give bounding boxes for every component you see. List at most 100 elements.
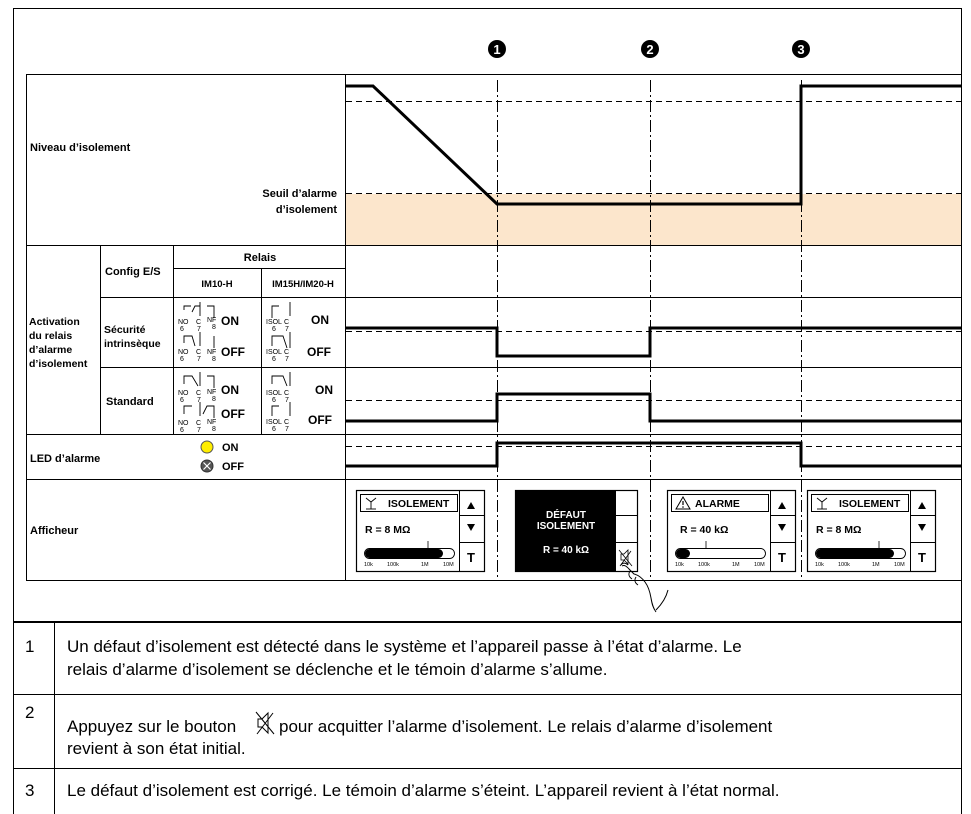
svg-text:7: 7 — [285, 356, 289, 363]
insulation-level-trace — [346, 84, 961, 206]
svg-text:10M: 10M — [754, 562, 765, 568]
led-on-label: ON — [222, 442, 239, 454]
svg-text:8: 8 — [212, 396, 216, 403]
svg-text:6: 6 — [272, 397, 276, 404]
label-threshold-2: d’isolement — [276, 204, 337, 216]
display-2-title-1: DÉFAUT — [546, 508, 586, 521]
svg-text:7: 7 — [285, 326, 289, 333]
im15h-std-off-label: OFF — [308, 413, 332, 427]
standard-relay-trace — [346, 392, 961, 423]
svg-text:NO: NO — [178, 390, 189, 397]
svg-text:6: 6 — [272, 426, 276, 433]
insulation-icon — [816, 497, 828, 510]
display-1-title: ISOLEMENT — [388, 498, 450, 510]
svg-text:NF: NF — [207, 317, 216, 324]
label-led: LED d’alarme — [30, 453, 100, 465]
im15h-safe-on-label: ON — [311, 313, 329, 327]
label-im15h: IM15H/IM20-H — [272, 279, 334, 290]
signal-traces — [346, 84, 961, 468]
svg-text:10k: 10k — [675, 562, 684, 568]
svg-text:NO: NO — [178, 349, 189, 356]
contact-im10h-safe-off-icon — [183, 332, 215, 348]
im10h-safe-on-label: ON — [221, 314, 239, 328]
svg-text:6: 6 — [272, 326, 276, 333]
display-1-value: R = 8 MΩ — [365, 524, 410, 536]
legend-1-line-1: Un défaut d’isolement est détecté dans l… — [67, 637, 742, 656]
legend-2-number: 2 — [25, 703, 34, 722]
svg-text:7: 7 — [197, 356, 201, 363]
led-trace — [346, 441, 961, 468]
display-3-value: R = 40 kΩ — [680, 524, 728, 536]
contact-im15h-safe-off-icon — [271, 332, 291, 349]
display-2-title-2: ISOLEMENT — [537, 521, 595, 532]
legend-1-line-2: relais d’alarme d’isolement se déclenche… — [67, 660, 607, 679]
display-3-title: ALARME — [695, 498, 740, 510]
down-arrow-icon — [467, 524, 475, 531]
up-arrow-icon — [778, 502, 786, 509]
label-afficheur: Afficheur — [30, 525, 79, 537]
legend-3-line-1: Le défaut d’isolement est corrigé. Le té… — [67, 781, 780, 800]
up-arrow-icon — [467, 502, 475, 509]
svg-text:ISOL: ISOL — [266, 390, 282, 397]
svg-text:6: 6 — [180, 427, 184, 434]
contact-im10h-std-off-icon — [183, 402, 215, 418]
marker-1-label: 1 — [493, 42, 500, 57]
display-3-t-key: T — [778, 550, 786, 565]
svg-text:7: 7 — [197, 397, 201, 404]
contact-im15h-std-off-icon — [271, 402, 291, 416]
svg-text:1M: 1M — [421, 562, 429, 568]
svg-text:C: C — [284, 419, 289, 426]
display-defaut: DÉFAUT ISOLEMENT R = 40 kΩ — [514, 489, 669, 613]
svg-text:C: C — [196, 319, 201, 326]
svg-text:100k: 100k — [387, 562, 399, 568]
svg-text:8: 8 — [212, 426, 216, 433]
legend-table — [13, 622, 962, 814]
svg-text:6: 6 — [272, 356, 276, 363]
level-guides — [346, 101, 961, 447]
svg-text:10M: 10M — [894, 562, 905, 568]
marker-2-label: 2 — [646, 42, 653, 57]
label-securite-2: intrinsèque — [104, 338, 161, 350]
svg-text:7: 7 — [285, 397, 289, 404]
im15h-safe-off-label: OFF — [307, 345, 331, 359]
im10h-safe-off-label: OFF — [221, 345, 245, 359]
svg-text:C: C — [196, 390, 201, 397]
up-arrow-icon — [918, 502, 926, 509]
marker-1-icon — [488, 40, 506, 58]
marker-2-icon — [641, 40, 659, 58]
svg-text:NF: NF — [207, 419, 216, 426]
display-2-value: R = 40 kΩ — [543, 545, 589, 556]
warning-icon — [675, 496, 691, 510]
svg-text:6: 6 — [180, 326, 184, 333]
label-config-es: Config E/S — [105, 266, 161, 278]
svg-text:ISOL: ISOL — [266, 419, 282, 426]
svg-text:8: 8 — [212, 356, 216, 363]
svg-text:NF: NF — [207, 389, 216, 396]
display-4-title: ISOLEMENT — [839, 498, 901, 510]
svg-text:6: 6 — [180, 356, 184, 363]
svg-text:ISOL: ISOL — [266, 349, 282, 356]
led-off-cross-icon — [203, 462, 211, 470]
mute-inline-icon — [255, 711, 275, 735]
legend-2-line-2: revient à son état initial. — [67, 739, 246, 758]
contact-im10h-safe-labels: NO6 C7 NF8 NO6 C7 NF8 — [178, 317, 216, 363]
display-4-t-key: T — [918, 550, 926, 565]
svg-text:6: 6 — [180, 397, 184, 404]
insulation-icon — [365, 497, 377, 510]
contact-im10h-std-labels: NO6 C7 NF8 NO6 C7 NF8 — [178, 389, 216, 434]
svg-text:10M: 10M — [443, 562, 454, 568]
label-insulation-level: Niveau d’isolement — [30, 142, 131, 154]
legend-2-line-1a: Appuyez sur le bouton — [67, 717, 236, 736]
contact-im10h-safe-on-icon — [183, 302, 215, 318]
label-threshold-1: Seuil d’alarme — [262, 188, 337, 200]
im10h-std-on-label: ON — [221, 383, 239, 397]
marker-3-label: 3 — [797, 42, 804, 57]
svg-text:C: C — [284, 390, 289, 397]
threshold-band — [346, 194, 961, 245]
svg-text:10k: 10k — [364, 562, 373, 568]
label-activation-2: du relais — [29, 330, 72, 342]
